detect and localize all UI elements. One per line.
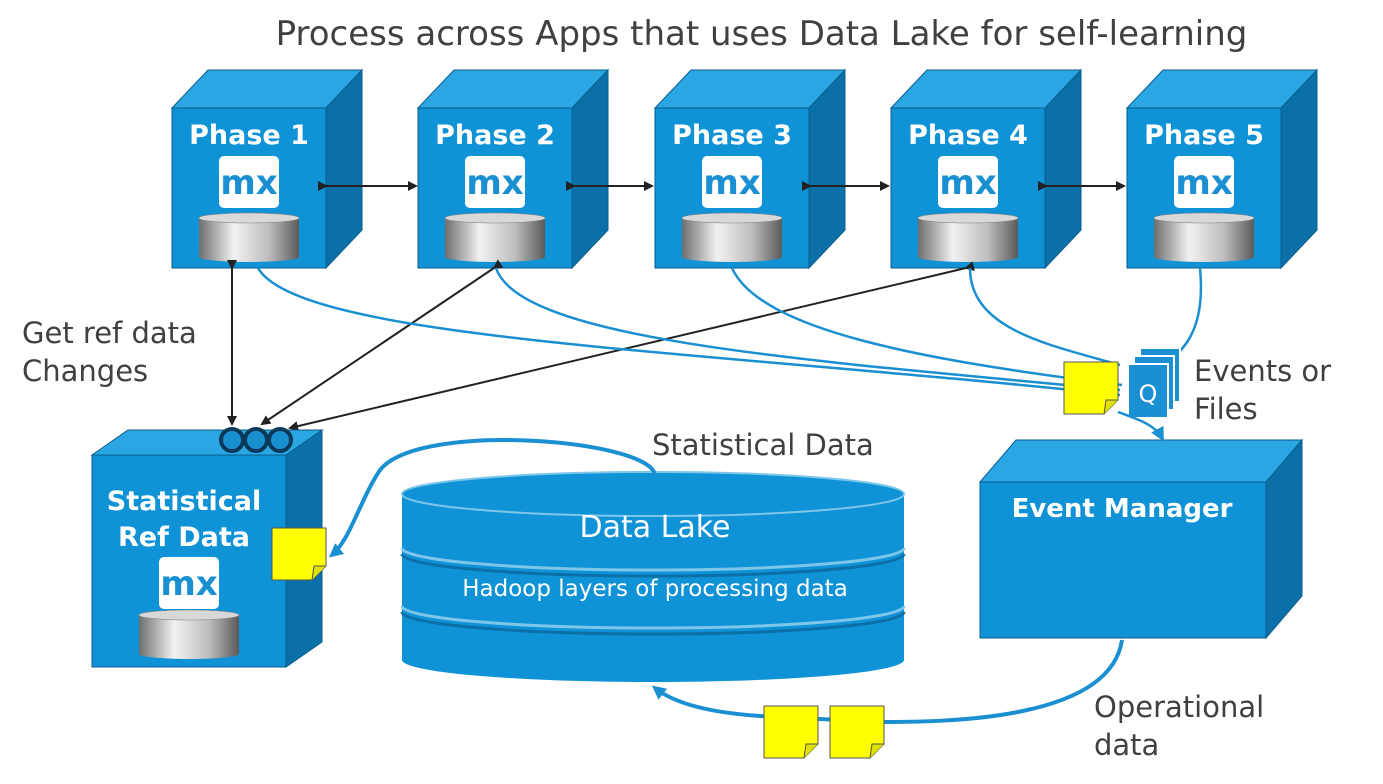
- operational-data-arrow: [651, 639, 1124, 725]
- mx-logo-icon: mx: [938, 156, 998, 208]
- phase-cube: Phase 1 mx: [170, 68, 364, 270]
- phase-label: Phase 2: [435, 120, 555, 151]
- mx-logo-icon: mx: [1174, 156, 1234, 208]
- note-icon: [763, 705, 819, 759]
- operational-label: Operational: [1094, 690, 1265, 724]
- database-icon: [1153, 212, 1255, 262]
- mx-logo-text: mx: [1175, 163, 1232, 203]
- mx-logo-icon: mx: [702, 156, 762, 208]
- database-icon: [917, 212, 1019, 262]
- database-icon: [198, 212, 300, 262]
- phase-cube: Phase 3 mx: [653, 68, 847, 270]
- phase-label: Phase 5: [1144, 120, 1264, 151]
- phase-cube: Phase 5 mx: [1125, 68, 1319, 270]
- event-flow-lines: [256, 267, 1203, 397]
- get-ref-data-label: Get ref data: [22, 316, 197, 350]
- ref-data-arrows: [227, 259, 975, 432]
- database-icon: [444, 212, 546, 262]
- statistical-data-label: Statistical Data: [652, 428, 874, 462]
- queue-letter: Q: [1139, 380, 1158, 408]
- phase-label: Phase 1: [189, 120, 309, 151]
- database-icon: [681, 212, 783, 262]
- subscriber-rings: [219, 427, 293, 453]
- mx-logo-text: mx: [703, 163, 760, 203]
- changes-label: Changes: [22, 354, 149, 388]
- mx-logo-icon: mx: [159, 557, 219, 609]
- event-manager-label: Event Manager: [1012, 494, 1233, 524]
- operational-data-label: data: [1094, 728, 1160, 762]
- data-lake-title: Data Lake: [579, 510, 730, 545]
- mx-logo-text: mx: [160, 564, 217, 604]
- phase-cube: Phase 4 mx: [889, 68, 1083, 270]
- phase-cube: Phase 2 mx: [416, 68, 610, 270]
- mx-logo-text: mx: [939, 163, 996, 203]
- diagram-title: Process across Apps that uses Data Lake …: [275, 14, 1248, 54]
- stat-ref-label-2: Ref Data: [118, 522, 250, 553]
- stat-ref-label-1: Statistical: [107, 486, 261, 517]
- mx-logo-icon: mx: [465, 156, 525, 208]
- mx-logo-text: mx: [466, 163, 523, 203]
- note-icon: [829, 705, 885, 759]
- note-icon: [1063, 361, 1119, 415]
- files-label: Files: [1194, 392, 1258, 426]
- data-lake-cylinder: [400, 471, 906, 682]
- queue-files-icon: Q: [1127, 347, 1181, 419]
- phase-label: Phase 4: [908, 120, 1028, 151]
- mx-logo-text: mx: [220, 163, 277, 203]
- events-label: Events or: [1194, 354, 1332, 388]
- note-icon: [271, 527, 327, 581]
- mx-logo-icon: mx: [219, 156, 279, 208]
- event-manager-cube: [978, 438, 1304, 640]
- database-icon: [138, 609, 240, 659]
- phase-label: Phase 3: [672, 120, 792, 151]
- data-lake-subtitle: Hadoop layers of processing data: [462, 576, 848, 602]
- events-to-manager-arrow: [1117, 410, 1164, 442]
- statistical-data-arrow: [328, 438, 657, 558]
